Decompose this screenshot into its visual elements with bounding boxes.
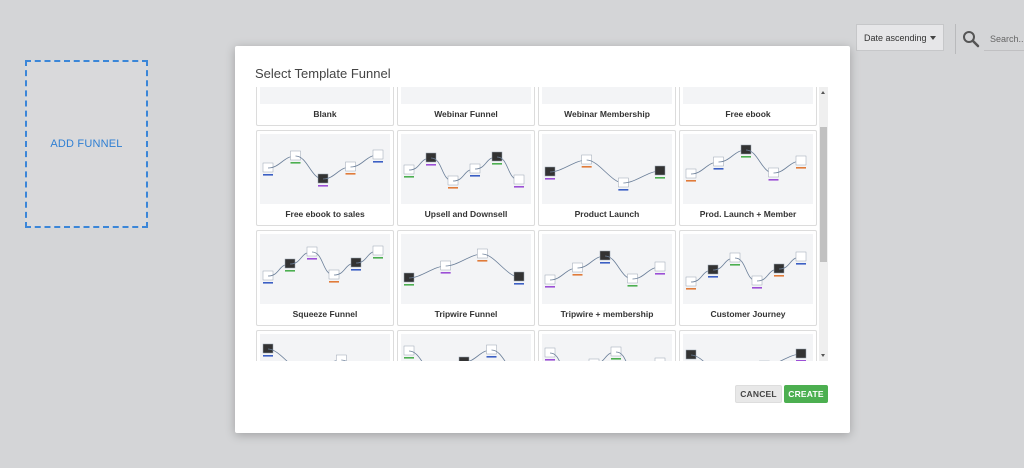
- template-tile[interactable]: Product Launch: [538, 130, 676, 226]
- template-label: Squeeze Funnel: [292, 309, 358, 319]
- template-thumbnail: [260, 234, 390, 304]
- dialog-title: Select Template Funnel: [255, 66, 391, 81]
- sort-dropdown-value: Date ascending: [864, 32, 927, 43]
- scroll-down-icon[interactable]: [821, 354, 825, 357]
- template-thumbnail: [683, 87, 813, 104]
- template-tile[interactable]: Customer Journey: [679, 230, 817, 326]
- template-tile[interactable]: [397, 330, 535, 361]
- template-thumbnail: [260, 87, 390, 104]
- template-thumbnail: [542, 234, 672, 304]
- scroll-up-icon[interactable]: [821, 91, 825, 94]
- template-label: Tripwire Funnel: [434, 309, 498, 319]
- template-label: Webinar Funnel: [434, 109, 498, 119]
- template-label: Upsell and Downsell: [424, 209, 508, 219]
- template-tile[interactable]: Webinar Funnel: [397, 87, 535, 126]
- template-thumbnail: [401, 134, 531, 204]
- template-tile[interactable]: Webinar Membership: [538, 87, 676, 126]
- template-label: Customer Journey: [710, 309, 786, 319]
- create-button[interactable]: CREATE: [784, 385, 828, 403]
- toolbar-divider: [955, 24, 956, 54]
- template-thumbnail: [683, 234, 813, 304]
- template-thumbnail: [401, 87, 531, 104]
- template-label: Webinar Membership: [564, 109, 650, 119]
- template-tile[interactable]: Free ebook to sales: [256, 130, 394, 226]
- search-input[interactable]: [984, 27, 1024, 51]
- template-thumbnail: [683, 134, 813, 204]
- template-thumbnail: [260, 334, 390, 361]
- cancel-button[interactable]: CANCEL: [735, 385, 782, 403]
- template-label: Free ebook to sales: [285, 209, 365, 219]
- template-thumbnail: [542, 334, 672, 361]
- template-tile[interactable]: [538, 330, 676, 361]
- select-template-dialog: Select Template Funnel Blank Webinar Funn…: [235, 46, 850, 433]
- template-label: Blank: [313, 109, 337, 119]
- scrollbar[interactable]: [819, 87, 828, 361]
- template-thumbnail: [401, 234, 531, 304]
- template-thumbnail: [542, 87, 672, 104]
- sort-dropdown[interactable]: Date ascending: [856, 24, 944, 51]
- add-funnel-label: ADD FUNNEL: [50, 138, 123, 150]
- template-tile[interactable]: Blank: [256, 87, 394, 126]
- template-tile[interactable]: [256, 330, 394, 361]
- template-tile[interactable]: Tripwire Funnel: [397, 230, 535, 326]
- template-thumbnail: [542, 134, 672, 204]
- template-label: Prod. Launch + Member: [699, 209, 797, 219]
- template-tile[interactable]: [679, 330, 817, 361]
- template-label: Free ebook: [725, 109, 771, 119]
- template-tile[interactable]: Prod. Launch + Member: [679, 130, 817, 226]
- template-thumbnail: [260, 134, 390, 204]
- template-label: Product Launch: [574, 209, 640, 219]
- add-funnel-button[interactable]: ADD FUNNEL: [25, 60, 148, 228]
- template-tile[interactable]: Squeeze Funnel: [256, 230, 394, 326]
- scrollbar-thumb[interactable]: [820, 127, 827, 262]
- chevron-down-icon: [930, 36, 936, 40]
- template-thumbnail: [683, 334, 813, 361]
- template-tile[interactable]: Free ebook: [679, 87, 817, 126]
- template-label: Tripwire + membership: [560, 309, 654, 319]
- template-tile[interactable]: Upsell and Downsell: [397, 130, 535, 226]
- template-thumbnail: [401, 334, 531, 361]
- template-tile[interactable]: Tripwire + membership: [538, 230, 676, 326]
- search-icon[interactable]: [962, 30, 980, 48]
